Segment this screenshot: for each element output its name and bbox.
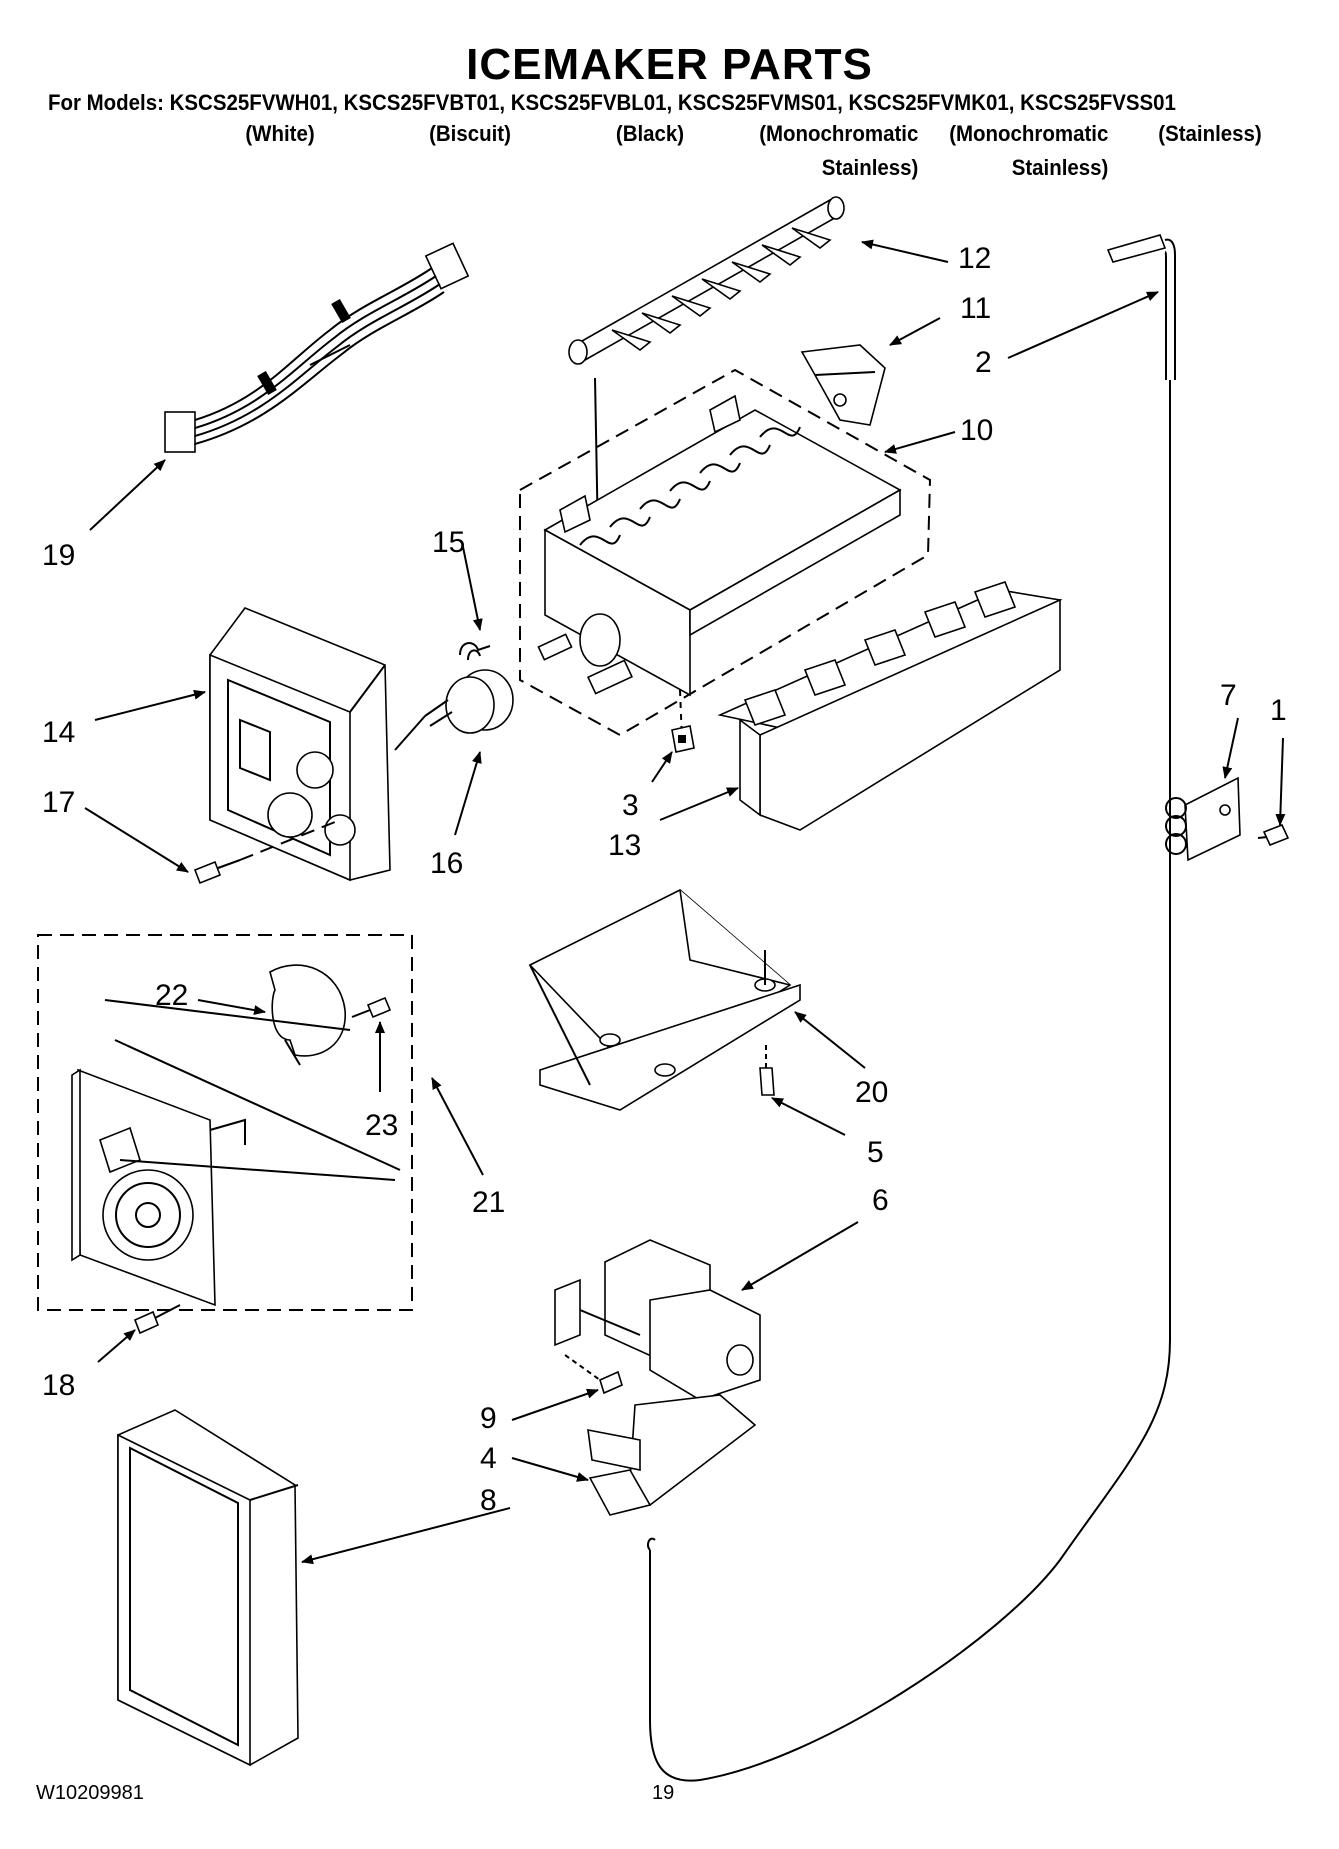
motor-module-part-21	[37, 934, 413, 1311]
callout-9: 9	[480, 1402, 497, 1435]
callout-17: 17	[42, 786, 75, 819]
document-id: W10209981	[36, 1782, 144, 1804]
screw-part-17	[193, 819, 341, 885]
page-number: 19	[652, 1782, 675, 1804]
screw-part-1	[1257, 823, 1290, 847]
screw-part-9	[564, 1354, 623, 1395]
callout-14: 14	[42, 716, 75, 749]
callout-4: 4	[480, 1442, 497, 1475]
screw-part-5	[759, 1045, 775, 1096]
thermostat-part-16	[394, 669, 514, 751]
bracket-part-11	[800, 344, 886, 426]
variant-label: (Monochromatic	[949, 121, 1109, 146]
callout-11: 11	[960, 292, 991, 325]
callout-19: 19	[42, 539, 75, 572]
variant-monochromatic-stainless-2: (Monochromatic Stainless)	[932, 117, 1109, 185]
callout-5: 5	[867, 1136, 884, 1169]
callout-8: 8	[480, 1484, 497, 1517]
variant-label: (Black)	[615, 121, 685, 146]
variant-label: (White)	[245, 121, 315, 146]
callout-15: 15	[432, 526, 465, 559]
callout-16: 16	[430, 847, 463, 880]
wire-harness-part-19	[164, 242, 470, 453]
variant-monochromatic-stainless-1: (Monochromatic Stainless)	[742, 117, 919, 185]
callout-2: 2	[975, 346, 992, 379]
models-line: For Models: KSCS25FVWH01, KSCS25FVBT01, …	[48, 90, 1176, 115]
variant-white: (White)	[224, 117, 336, 151]
fill-tube-part-2	[646, 234, 1176, 1782]
callout-7: 7	[1220, 679, 1237, 712]
callout-10: 10	[960, 414, 993, 447]
variant-stainless: (Stainless)	[1145, 117, 1275, 151]
callout-3: 3	[622, 789, 639, 822]
pad-part-8	[117, 1409, 299, 1767]
control-housing-part-14	[209, 607, 391, 882]
variant-label: (Stainless)	[1158, 121, 1262, 146]
clip-part-15	[459, 642, 491, 661]
variant-label: (Monochromatic	[759, 121, 919, 146]
variant-label-2: Stainless)	[821, 155, 919, 180]
tube-clamp-part-7	[1165, 776, 1241, 862]
ejector-shaft-part-12	[568, 196, 845, 541]
callout-13: 13	[608, 829, 641, 862]
page-title: ICEMAKER PARTS	[466, 40, 873, 89]
icemaker-mold-part-10	[519, 368, 932, 741]
callout-12: 12	[958, 242, 991, 275]
callout-22: 22	[155, 979, 188, 1012]
screw-part-23	[351, 996, 392, 1019]
screw-part-18	[133, 1304, 181, 1335]
callout-20: 20	[855, 1076, 888, 1109]
callout-23: 23	[365, 1109, 398, 1142]
variant-black: (Black)	[599, 117, 701, 151]
callout-numbers: 1 2 3 4 5 6 7 8 9 10 11 12 13 14 15 16 1…	[42, 242, 1287, 1517]
callout-18: 18	[42, 1369, 75, 1402]
callout-1: 1	[1270, 694, 1287, 727]
callout-6: 6	[872, 1184, 889, 1217]
callout-21: 21	[472, 1186, 505, 1219]
ice-stripper-part-13	[717, 581, 1063, 831]
water-valve-part-6	[554, 1239, 761, 1401]
clip-part-3	[671, 725, 695, 753]
tray-part-20	[528, 889, 801, 1111]
variant-label-2: Stainless)	[1011, 155, 1109, 180]
variant-biscuit: (Biscuit)	[410, 117, 531, 151]
bracket-part-4	[587, 1394, 757, 1516]
leader-lines	[84, 239, 1286, 1565]
variant-label: (Biscuit)	[429, 121, 511, 146]
